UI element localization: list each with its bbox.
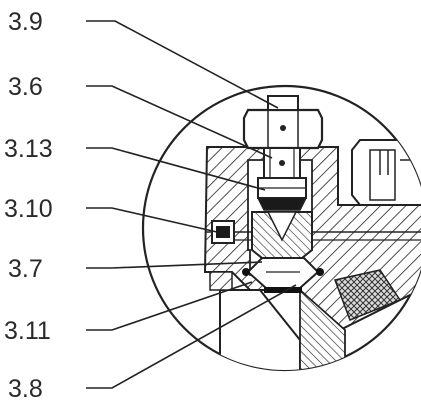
callout-3-7: 3.7 — [8, 255, 43, 283]
leader-3-8 — [86, 284, 297, 389]
callout-3-6: 3.6 — [8, 73, 43, 101]
leader-3-6 — [86, 85, 273, 159]
callout-3-9: 3.9 — [8, 8, 43, 36]
leader-3-9 — [86, 20, 279, 109]
leader-3-11 — [86, 281, 253, 331]
section-view — [203, 95, 421, 370]
leader-3-13 — [86, 147, 266, 191]
leader-lines — [86, 20, 297, 389]
callout-3-10: 3.10 — [4, 195, 53, 223]
leader-3-7 — [86, 261, 263, 269]
callout-3-8: 3.8 — [8, 375, 43, 403]
o-ring-left — [242, 268, 250, 276]
leader-3-10 — [86, 207, 218, 233]
o-ring-right — [316, 268, 324, 276]
callout-3-11: 3.11 — [4, 317, 51, 345]
callout-3-13: 3.13 — [4, 135, 53, 163]
